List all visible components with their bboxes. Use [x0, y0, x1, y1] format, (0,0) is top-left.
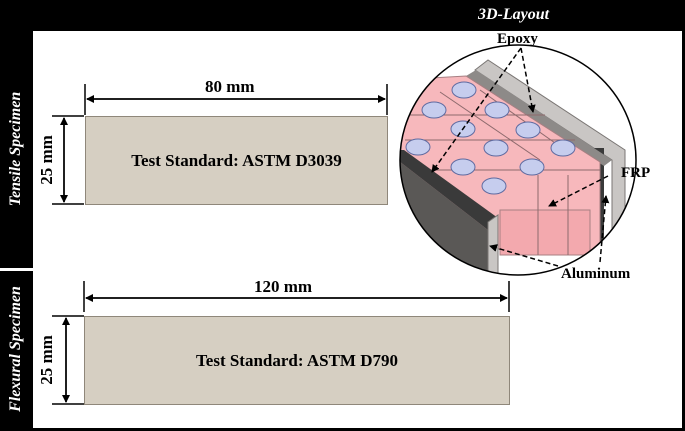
layout-title: 3D-Layout	[478, 6, 550, 23]
tensile-specimen: Test Standard: ASTM D3039	[85, 116, 388, 205]
flexural-width-label: 25 mm	[37, 335, 56, 385]
aluminum-callout: Aluminum	[561, 266, 631, 282]
tensile-width-label: 25 mm	[37, 135, 56, 185]
header-bar	[0, 0, 685, 31]
callout-arrows	[431, 47, 610, 267]
flexural-length-label: 120 mm	[254, 277, 313, 296]
layout-circle-outline	[399, 44, 637, 276]
tensile-length-label: 80 mm	[205, 77, 255, 96]
side-bar	[0, 0, 33, 431]
epoxy-callout: Epoxy	[497, 31, 538, 47]
flexural-length-dimension	[83, 281, 510, 312]
tensile-width-dimension	[52, 115, 84, 205]
flexural-width-dimension	[52, 315, 84, 405]
side-bar-divider	[0, 268, 33, 271]
frame-bottom-border	[0, 428, 685, 431]
flexural-specimen: Test Standard: ASTM D790	[84, 316, 510, 405]
frp-callout: FRP	[621, 165, 651, 181]
tensile-length-dimension	[84, 84, 388, 115]
layout-3d-view	[400, 45, 636, 275]
frame-right-border	[682, 0, 685, 431]
